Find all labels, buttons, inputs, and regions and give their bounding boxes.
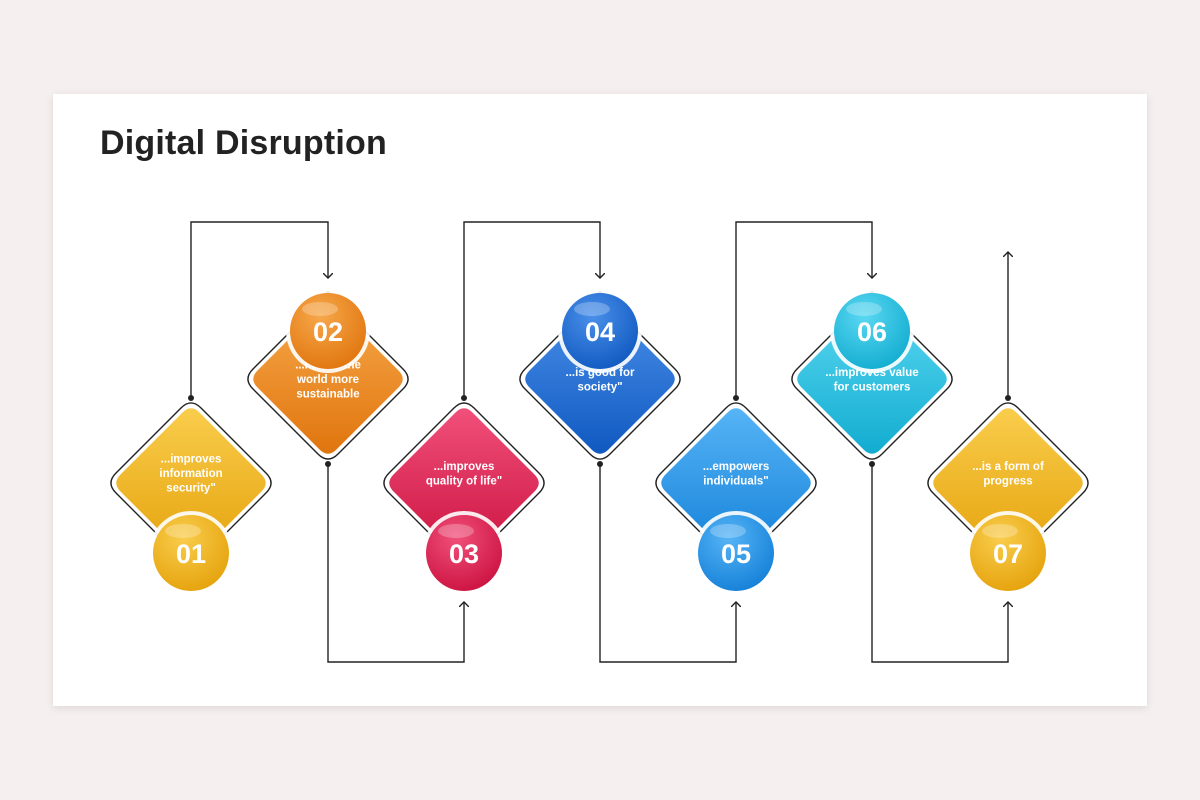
step-01-text-line: information — [159, 468, 222, 480]
step-07-diamond — [933, 408, 1083, 558]
slide: Digital Disruption ...improves informatio… — [53, 94, 1147, 706]
step-03-circle — [426, 515, 502, 591]
step-05-dot-top — [733, 395, 739, 401]
step-03-number: 03 — [449, 539, 479, 569]
step-02-circle-shine — [302, 302, 338, 316]
step-05-circle — [698, 515, 774, 591]
step-01-dot-top — [188, 395, 194, 401]
step-02-text-line: world more — [296, 374, 359, 386]
step-03-circle-shine — [438, 524, 474, 538]
connector-01-02 — [190, 221, 328, 398]
step-05-diamond — [661, 408, 811, 558]
step-01: ...improves information security" 01 — [110, 395, 272, 595]
step-02-number: 02 — [313, 317, 343, 347]
step-06-circle-shine — [846, 302, 882, 316]
step-07-dot-top — [1005, 395, 1011, 401]
step-06-text-line: for customers — [834, 381, 911, 393]
step-nodes: ...improvesinformationsecurity"01...make… — [110, 289, 1089, 595]
step-04-text-line: society" — [577, 381, 622, 393]
step-03-diamond — [389, 408, 539, 558]
step-05-number: 05 — [721, 539, 751, 569]
step-01-circle — [153, 515, 229, 591]
step-06-number: 06 — [857, 317, 887, 347]
step-04-circle — [562, 293, 638, 369]
step-05: ...empowers individuals" 05 — [655, 395, 817, 595]
connector-04-05 — [599, 464, 736, 663]
step-01-number: 01 — [176, 539, 206, 569]
step-01-text-line: ...improves — [161, 454, 222, 466]
page-title: Digital Disruption — [100, 124, 387, 162]
step-05-circle-shine — [710, 524, 746, 538]
step-05-text-line: ...empowers — [703, 461, 769, 473]
connector-03-04 — [463, 221, 600, 398]
step-04-circle-shine — [574, 302, 610, 316]
connector-lines — [190, 221, 1008, 663]
step-03-dot-top — [461, 395, 467, 401]
step-04: ...is good forsociety"04 — [519, 289, 681, 467]
step-07-circle — [970, 515, 1046, 591]
step-02-dot-bottom — [325, 461, 331, 467]
step-07: ...is a form of progress 07 — [927, 395, 1089, 595]
step-04-number: 04 — [585, 317, 615, 347]
step-06-circle — [834, 293, 910, 369]
step-07-text-line: progress — [983, 475, 1032, 487]
step-05-text-line: individuals" — [703, 475, 769, 487]
step-01-circle-shine — [165, 524, 201, 538]
step-04-dot-bottom — [597, 461, 603, 467]
connector-05-06 — [735, 221, 872, 398]
step-01-diamond — [116, 408, 266, 558]
step-03-text-line: ...improves — [434, 461, 495, 473]
step-03: ...improves quality of life" 03 — [383, 395, 545, 595]
step-07-text-line: ...is a form of — [972, 461, 1044, 473]
connector-02-03 — [327, 464, 464, 663]
step-03-text-line: quality of life" — [426, 475, 502, 487]
step-07-number: 07 — [993, 539, 1023, 569]
step-06-dot-bottom — [869, 461, 875, 467]
step-02-circle — [290, 293, 366, 369]
flow-diagram: ...improvesinformationsecurity"01...make… — [110, 221, 1089, 663]
step-02-text-line: sustainable — [296, 389, 359, 401]
step-07-circle-shine — [982, 524, 1018, 538]
step-01-text-line: security" — [166, 483, 216, 495]
connector-06-07 — [871, 464, 1008, 663]
